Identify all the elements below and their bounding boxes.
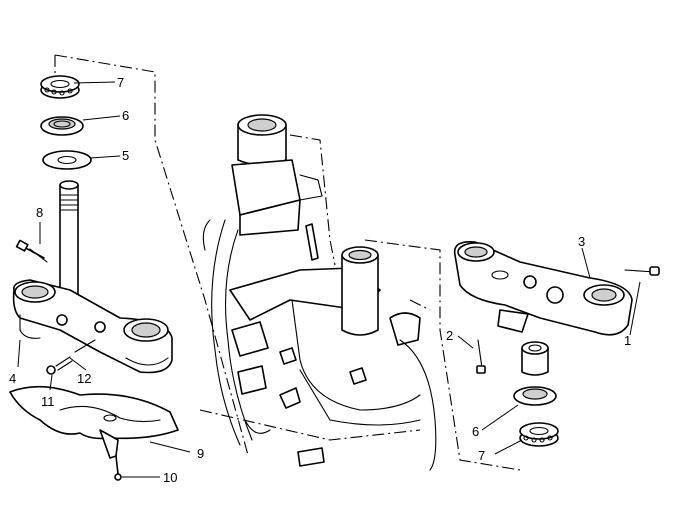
screw-10	[114, 455, 122, 481]
callout-6-top: 6	[122, 108, 129, 123]
callout-2: 2	[446, 328, 453, 343]
callout-7-bottom: 7	[478, 448, 485, 463]
pinch-bolt-8	[15, 239, 48, 263]
callout-1: 1	[624, 333, 631, 348]
callout-7-top: 7	[117, 75, 124, 90]
clamp-bolt-1	[624, 266, 660, 276]
upper-bearing	[40, 75, 80, 99]
callout-3: 3	[578, 234, 585, 249]
callout-10: 10	[163, 470, 177, 485]
top-yoke	[453, 240, 633, 336]
lower-yoke	[12, 279, 173, 374]
ignition-switch	[231, 114, 323, 261]
callout-6-bottom: 6	[472, 424, 479, 439]
top-yoke-assembly	[453, 240, 660, 447]
frame-and-switch	[202, 114, 437, 471]
small-bolts-11-12	[46, 339, 96, 375]
lower-seal	[513, 386, 557, 406]
steering-head-frame	[202, 219, 437, 471]
callout-labels: 7 6 5 8 4 11 12 9 10 3 1 2 6 7	[9, 75, 631, 485]
lower-cover-plate	[9, 385, 179, 459]
callout-12: 12	[77, 371, 91, 386]
callout-8: 8	[36, 205, 43, 220]
assembly-guide-lines	[54, 54, 521, 471]
stem-nut	[521, 341, 549, 376]
bolt-2	[476, 339, 486, 374]
callout-9: 9	[197, 446, 204, 461]
upper-dust-seal	[40, 116, 84, 136]
lower-bearing	[519, 422, 559, 447]
callout-4: 4	[9, 371, 16, 386]
callout-5: 5	[122, 148, 129, 163]
steering-stem-assembly	[9, 75, 179, 481]
washer	[42, 150, 92, 170]
leader-lines	[17, 81, 641, 478]
callout-11: 11	[41, 394, 55, 409]
